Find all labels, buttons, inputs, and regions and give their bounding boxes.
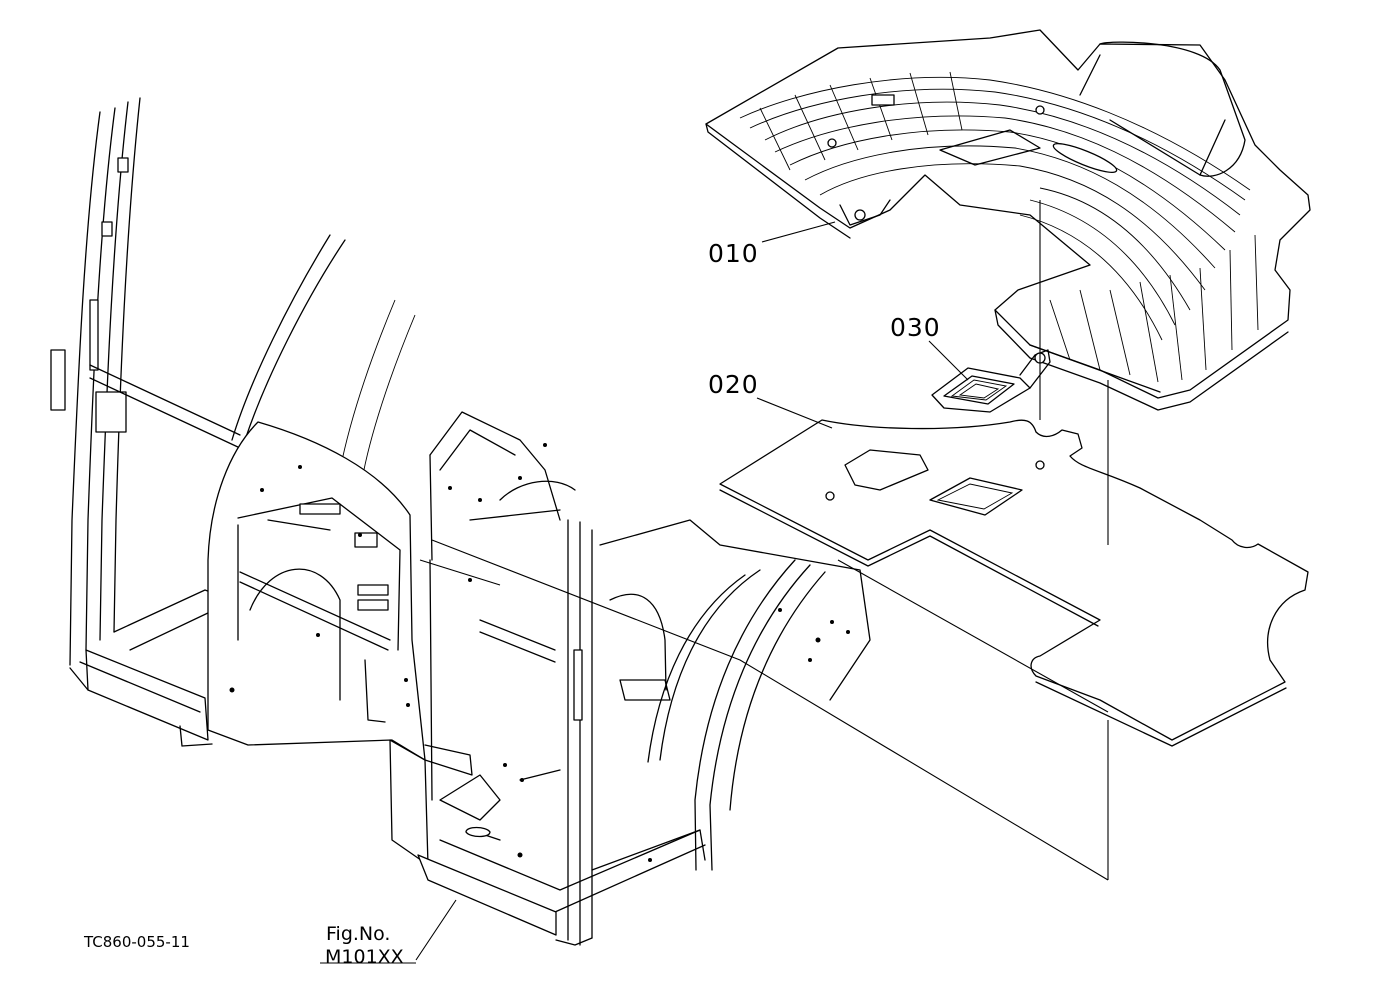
fig-label: Fig.No.: [326, 923, 390, 945]
part-020-mat: [719, 419, 1309, 747]
assembly-lines: [320, 200, 1109, 964]
label-010: 010: [708, 239, 759, 268]
fig-number: M101XX: [325, 946, 404, 968]
part-030-pad: [931, 349, 1051, 413]
drawing-code: TC860-055-11: [83, 933, 190, 951]
part-010-floor-cover: [705, 29, 1311, 411]
cab-frame: [50, 97, 871, 946]
label-030: 030: [890, 313, 941, 342]
label-020: 020: [708, 370, 759, 399]
